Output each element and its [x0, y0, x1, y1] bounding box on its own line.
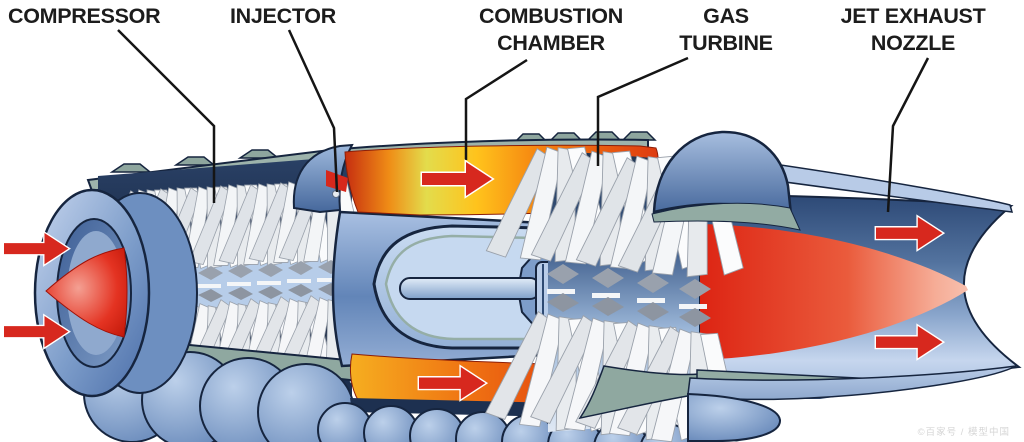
nose-cone	[45, 247, 128, 338]
label-gas-turbine-line1: GAS	[703, 4, 749, 28]
nozzle-outer-top	[754, 161, 1014, 213]
air-intake	[33, 188, 198, 398]
label-gas-turbine: GAS TURBINE	[676, 3, 776, 57]
label-gas-turbine-line2: TURBINE	[679, 31, 773, 55]
label-injector: INJECTOR	[230, 4, 336, 28]
nozzle-underside	[578, 365, 1017, 442]
label-compressor: COMPRESSOR	[8, 4, 161, 28]
label-jet-exhaust-nozzle-line2: NOZZLE	[870, 31, 956, 55]
label-combustion-chamber-line2: CHAMBER	[497, 31, 605, 55]
exhaust-cone	[700, 224, 968, 360]
leader-injector	[287, 29, 339, 193]
turbine-casing	[651, 130, 801, 231]
leader-gas-turbine	[596, 56, 689, 166]
label-combustion-chamber-line1: COMBUSTION	[479, 4, 623, 28]
leader-compressor	[117, 29, 216, 203]
label-combustion-chamber: COMBUSTION CHAMBER	[466, 3, 636, 57]
label-jet-exhaust-nozzle: JET EXHAUST NOZZLE	[838, 3, 988, 57]
drive-shaft	[399, 277, 541, 300]
watermark: ©百家号 / 模型中国	[917, 427, 1010, 438]
leader-combustion-chamber	[464, 58, 528, 160]
leader-lines	[117, 29, 930, 213]
label-jet-exhaust-nozzle-line1: JET EXHAUST	[840, 4, 986, 28]
leader-jet-exhaust-nozzle	[886, 57, 930, 213]
